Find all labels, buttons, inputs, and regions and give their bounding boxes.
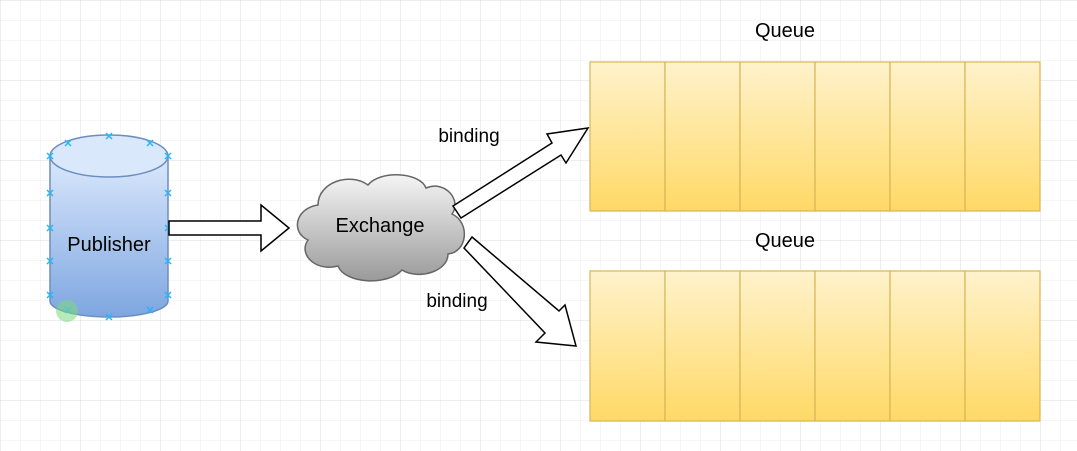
publisher-selection-handles <box>46 132 172 321</box>
publisher-cylinder-body <box>49 155 169 318</box>
binding-label-2: binding <box>426 291 487 312</box>
queue-cell <box>739 61 816 212</box>
exchange-node[interactable]: Exchange <box>296 174 466 282</box>
queue-1-title: Queue <box>755 20 815 42</box>
binding-label-1: binding <box>438 126 499 147</box>
queue-cell <box>589 61 666 212</box>
publisher-label: Publisher <box>67 234 151 256</box>
queue-cell <box>664 270 741 422</box>
queue-cell <box>814 61 891 212</box>
queue-2[interactable] <box>589 270 1041 422</box>
exchange-cloud-shape <box>296 174 466 282</box>
publisher-node[interactable]: Publisher <box>49 134 169 318</box>
queue-2-title: Queue <box>755 230 815 252</box>
arrow-exchange-to-queue-1[interactable] <box>451 127 590 220</box>
arrow-publisher-to-exchange[interactable] <box>168 203 291 253</box>
arrow-exchange-to-queue-2[interactable] <box>463 235 578 347</box>
queue-1[interactable] <box>589 61 1041 212</box>
queue-cell <box>889 270 966 422</box>
queue-cell <box>964 61 1041 212</box>
queue-cell <box>739 270 816 422</box>
exchange-label: Exchange <box>336 215 425 237</box>
queue-cell <box>814 270 891 422</box>
publisher-cylinder-top <box>49 134 169 178</box>
publisher-hover-dot <box>56 300 78 322</box>
queue-cell <box>589 270 666 422</box>
queue-cell <box>964 270 1041 422</box>
queue-cell <box>889 61 966 212</box>
queue-cell <box>664 61 741 212</box>
